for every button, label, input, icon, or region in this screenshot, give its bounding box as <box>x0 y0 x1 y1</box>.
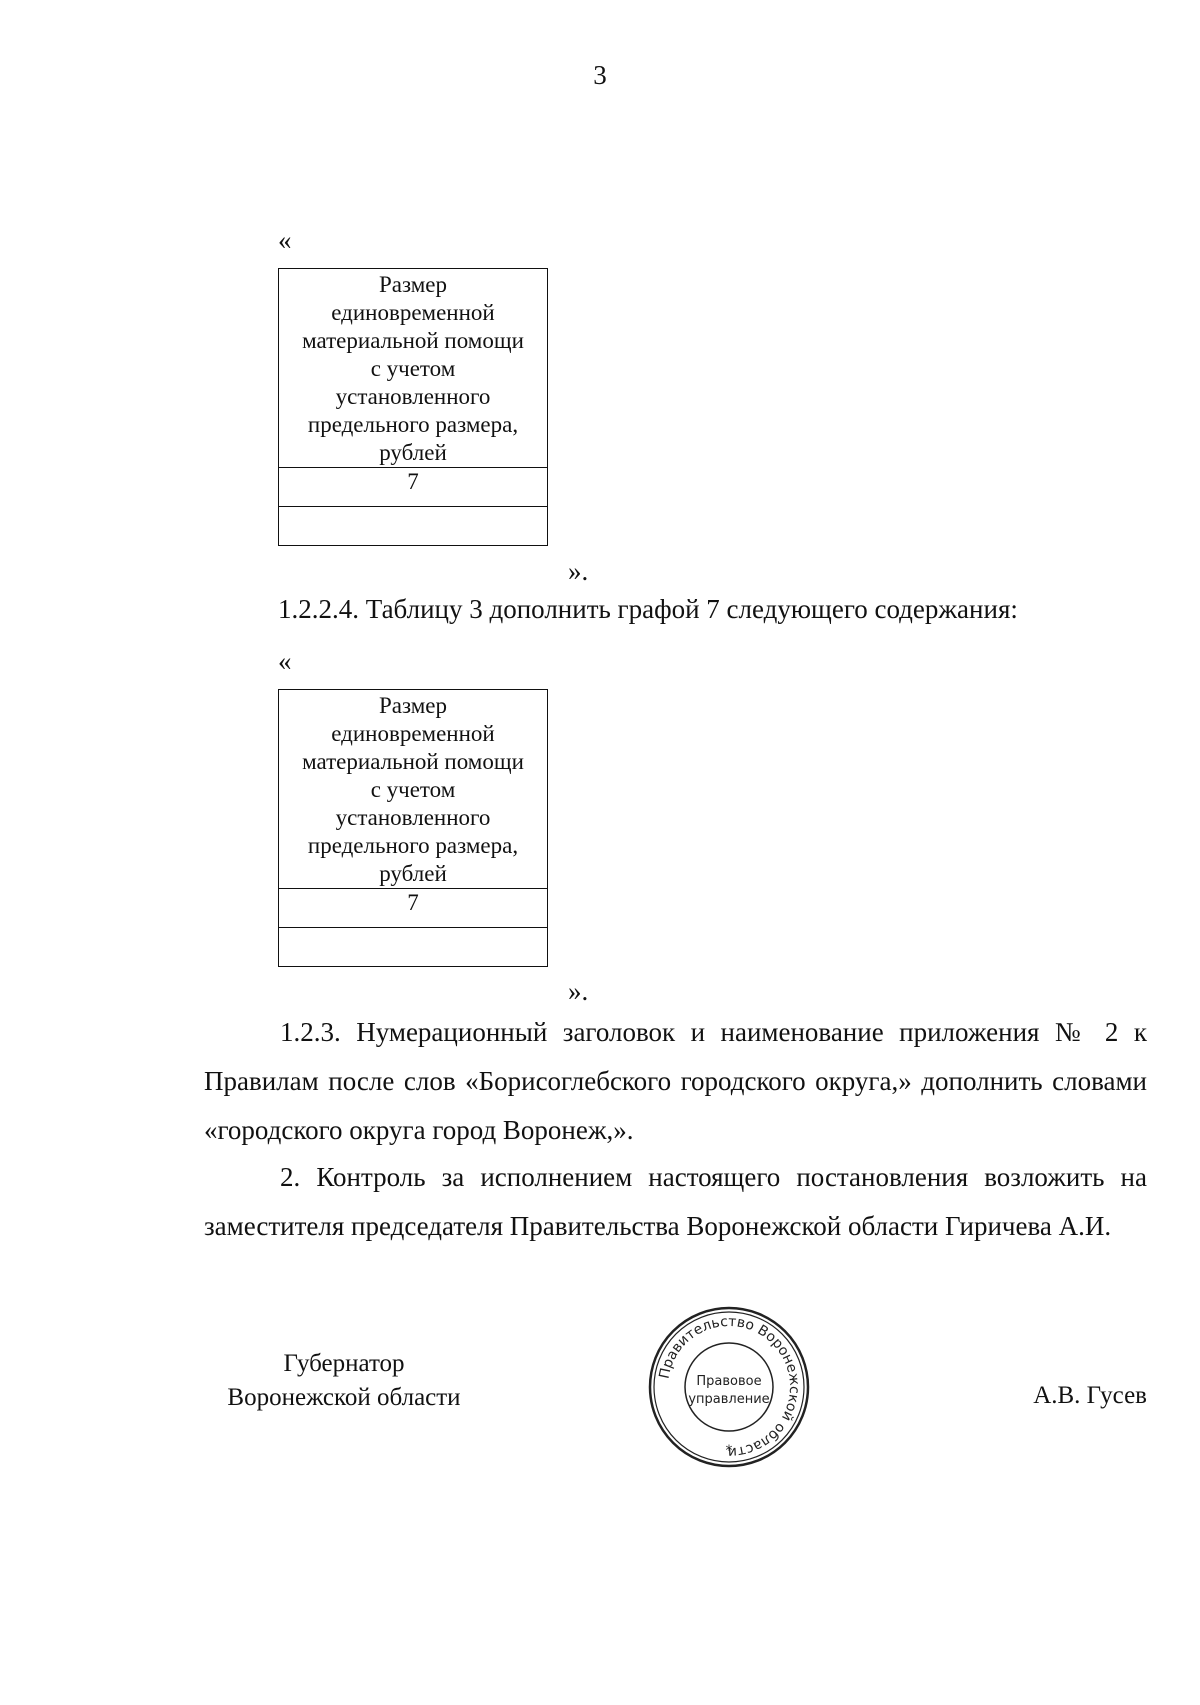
stamp-center-line-1: Правовое <box>696 1374 761 1389</box>
header-line: материальной помощи <box>302 328 524 353</box>
open-quote-2: « <box>278 646 292 676</box>
signature-position: Губернатор Воронежской области <box>204 1347 484 1415</box>
column-table-2: Размер единовременной материальной помощ… <box>278 689 548 967</box>
position-line-1: Губернатор <box>283 1350 405 1377</box>
close-quote-1: ». <box>568 556 589 586</box>
item-1-2-3: 1.2.3. Нумерационный заголовок и наимено… <box>204 1008 1147 1155</box>
header-line: Размер <box>378 693 448 718</box>
column-table-1: Размер единовременной материальной помощ… <box>278 268 548 546</box>
header-line: предельного размера, <box>307 412 519 437</box>
item-1-2-2-4: 1.2.2.4. Таблицу 3 дополнить графой 7 сл… <box>278 594 1018 624</box>
header-line: единовременной <box>331 300 495 325</box>
header-line: предельного размера, <box>307 833 519 858</box>
official-stamp: Правительство Воронежской области Правов… <box>648 1306 810 1468</box>
open-quote-1: « <box>278 225 292 255</box>
item-2: 2. Контроль за исполнением настоящего по… <box>204 1153 1147 1251</box>
item-1-2-3-text: 1.2.3. Нумерационный заголовок и наимено… <box>204 1017 1147 1145</box>
header-line: Размер <box>378 272 448 297</box>
header-line: установленного <box>335 384 491 409</box>
position-line-2: Воронежской области <box>227 1384 461 1411</box>
signatory-name: А.В. Гусев <box>1033 1382 1147 1409</box>
stamp-center-line-2: управление <box>688 1392 769 1407</box>
empty-row-1 <box>278 506 548 546</box>
header-line: единовременной <box>331 721 495 746</box>
header-line: установленного <box>335 805 491 830</box>
header-line: рублей <box>379 440 447 465</box>
column-header-2: Размер единовременной материальной помощ… <box>278 689 548 889</box>
header-line: материальной помощи <box>302 749 524 774</box>
column-header-1: Размер единовременной материальной помощ… <box>278 268 548 468</box>
item-2-text: 2. Контроль за исполнением настоящего по… <box>204 1162 1147 1241</box>
header-line: рублей <box>379 861 447 886</box>
empty-row-2 <box>278 927 548 967</box>
page-number: 3 <box>593 60 607 90</box>
column-number-2: 7 <box>278 888 548 928</box>
header-line: с учетом <box>370 356 456 381</box>
column-number-1: 7 <box>278 467 548 507</box>
close-quote-2: ». <box>568 976 589 1006</box>
stamp-star: * <box>726 1443 733 1459</box>
header-line: с учетом <box>370 777 456 802</box>
